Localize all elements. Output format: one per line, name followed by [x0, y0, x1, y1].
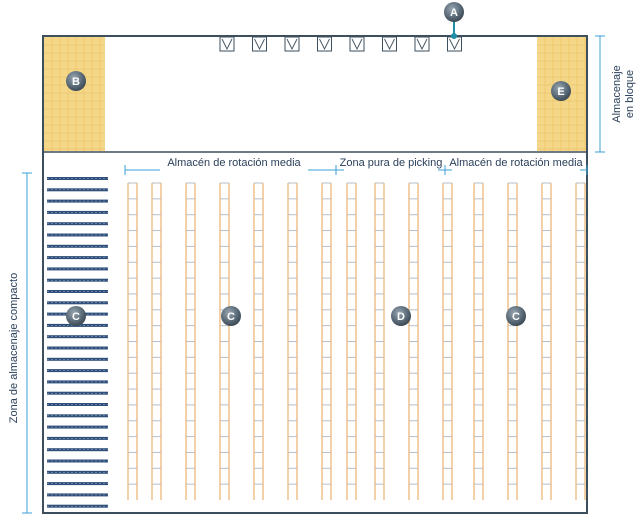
marker-e-label: E	[557, 86, 564, 98]
dock-door-arrow	[449, 38, 460, 51]
label-rotacion-media-right: Almacén de rotación media	[449, 157, 583, 169]
marker-b-label: B	[72, 76, 80, 88]
dimension-lines	[22, 35, 605, 514]
dock-door	[414, 36, 430, 52]
marker-c-compact: C	[66, 306, 86, 326]
compact-rack-row	[47, 357, 108, 361]
compact-rack-row	[47, 436, 108, 440]
label-rotacion-media-left: Almacén de rotación media	[167, 157, 301, 169]
dock-door-arrow	[254, 38, 265, 51]
marker-d: D	[391, 306, 411, 326]
marker-e: E	[551, 81, 571, 101]
dock-door-arrow	[416, 38, 428, 51]
compact-rack-row	[47, 301, 108, 305]
pallet-racks	[127, 182, 586, 500]
label-bg	[160, 160, 308, 178]
compact-rack-row	[47, 380, 108, 384]
compact-rack-row	[47, 391, 108, 395]
dock-door	[252, 36, 267, 52]
marker-b-circle	[66, 71, 86, 91]
building-outline	[42, 35, 588, 514]
marker-c-left-circle	[221, 306, 241, 326]
compact-rack-row	[47, 414, 108, 418]
compact-rack-row	[47, 222, 108, 226]
dock-door	[317, 36, 332, 52]
compact-rack-row	[47, 482, 108, 486]
compact-rack-row	[47, 504, 108, 508]
compact-rack-row	[47, 210, 108, 214]
compact-storage-racks	[47, 177, 108, 508]
marker-e-circle	[551, 81, 571, 101]
compact-rack-row	[47, 448, 108, 452]
compact-rack-row	[47, 346, 108, 350]
compact-rack-row	[47, 267, 108, 271]
dock-door	[284, 36, 300, 52]
compact-rack-row	[47, 177, 108, 180]
block-fill	[44, 37, 105, 151]
compact-rack-row	[47, 278, 108, 282]
marker-a-label: A	[450, 7, 458, 19]
marker-c-compact-label: C	[72, 311, 80, 323]
label-almacenaje-bloque-line2: en bloque	[624, 70, 636, 118]
dock-door-arrow	[351, 38, 363, 51]
compact-rack-row	[47, 369, 108, 373]
label-almacenaje-compacto: Zona de almacenaje compacto	[8, 273, 20, 423]
marker-a: A	[444, 2, 464, 22]
marker-b: B	[66, 71, 86, 91]
compact-rack-row	[47, 459, 108, 463]
marker-c-right-label: C	[512, 311, 520, 323]
marker-c-right: C	[506, 306, 526, 326]
dock-door-arrow	[221, 38, 233, 51]
dock-door	[349, 36, 365, 52]
compact-rack-row	[47, 244, 108, 248]
dock-door-arrow	[286, 38, 298, 51]
dock-doors	[219, 36, 462, 52]
marker-a-circle	[444, 2, 464, 22]
label-bg	[452, 160, 580, 178]
dock-door	[219, 36, 235, 52]
compact-rack-row	[47, 233, 108, 237]
marker-d-label: D	[397, 311, 405, 323]
dock-door-arrow	[384, 38, 395, 51]
compact-rack-row	[47, 403, 108, 406]
dock-door	[382, 36, 397, 52]
compact-rack-row	[47, 199, 108, 203]
compact-rack-row	[47, 256, 108, 260]
compact-rack-row	[47, 188, 108, 192]
label-almacenaje-bloque-line1: Almacenaje	[611, 65, 623, 122]
compact-rack-row	[47, 335, 108, 339]
compact-rack-row	[47, 493, 108, 497]
marker-a-pin-dot	[451, 33, 457, 39]
label-bg	[344, 160, 438, 178]
marker-c-compact-circle	[66, 306, 86, 326]
compact-rack-row	[47, 470, 108, 474]
label-bg	[5, 262, 21, 432]
marker-c-left: C	[221, 306, 241, 326]
label-picking: Zona pura de picking	[340, 157, 443, 169]
marker-d-circle	[391, 306, 411, 326]
compact-rack-row	[47, 425, 108, 429]
dock-door-arrow	[319, 38, 330, 51]
marker-c-right-circle	[506, 306, 526, 326]
block-storage-area-b	[44, 37, 105, 151]
marker-c-left-label: C	[227, 311, 235, 323]
compact-rack-row	[47, 290, 108, 293]
